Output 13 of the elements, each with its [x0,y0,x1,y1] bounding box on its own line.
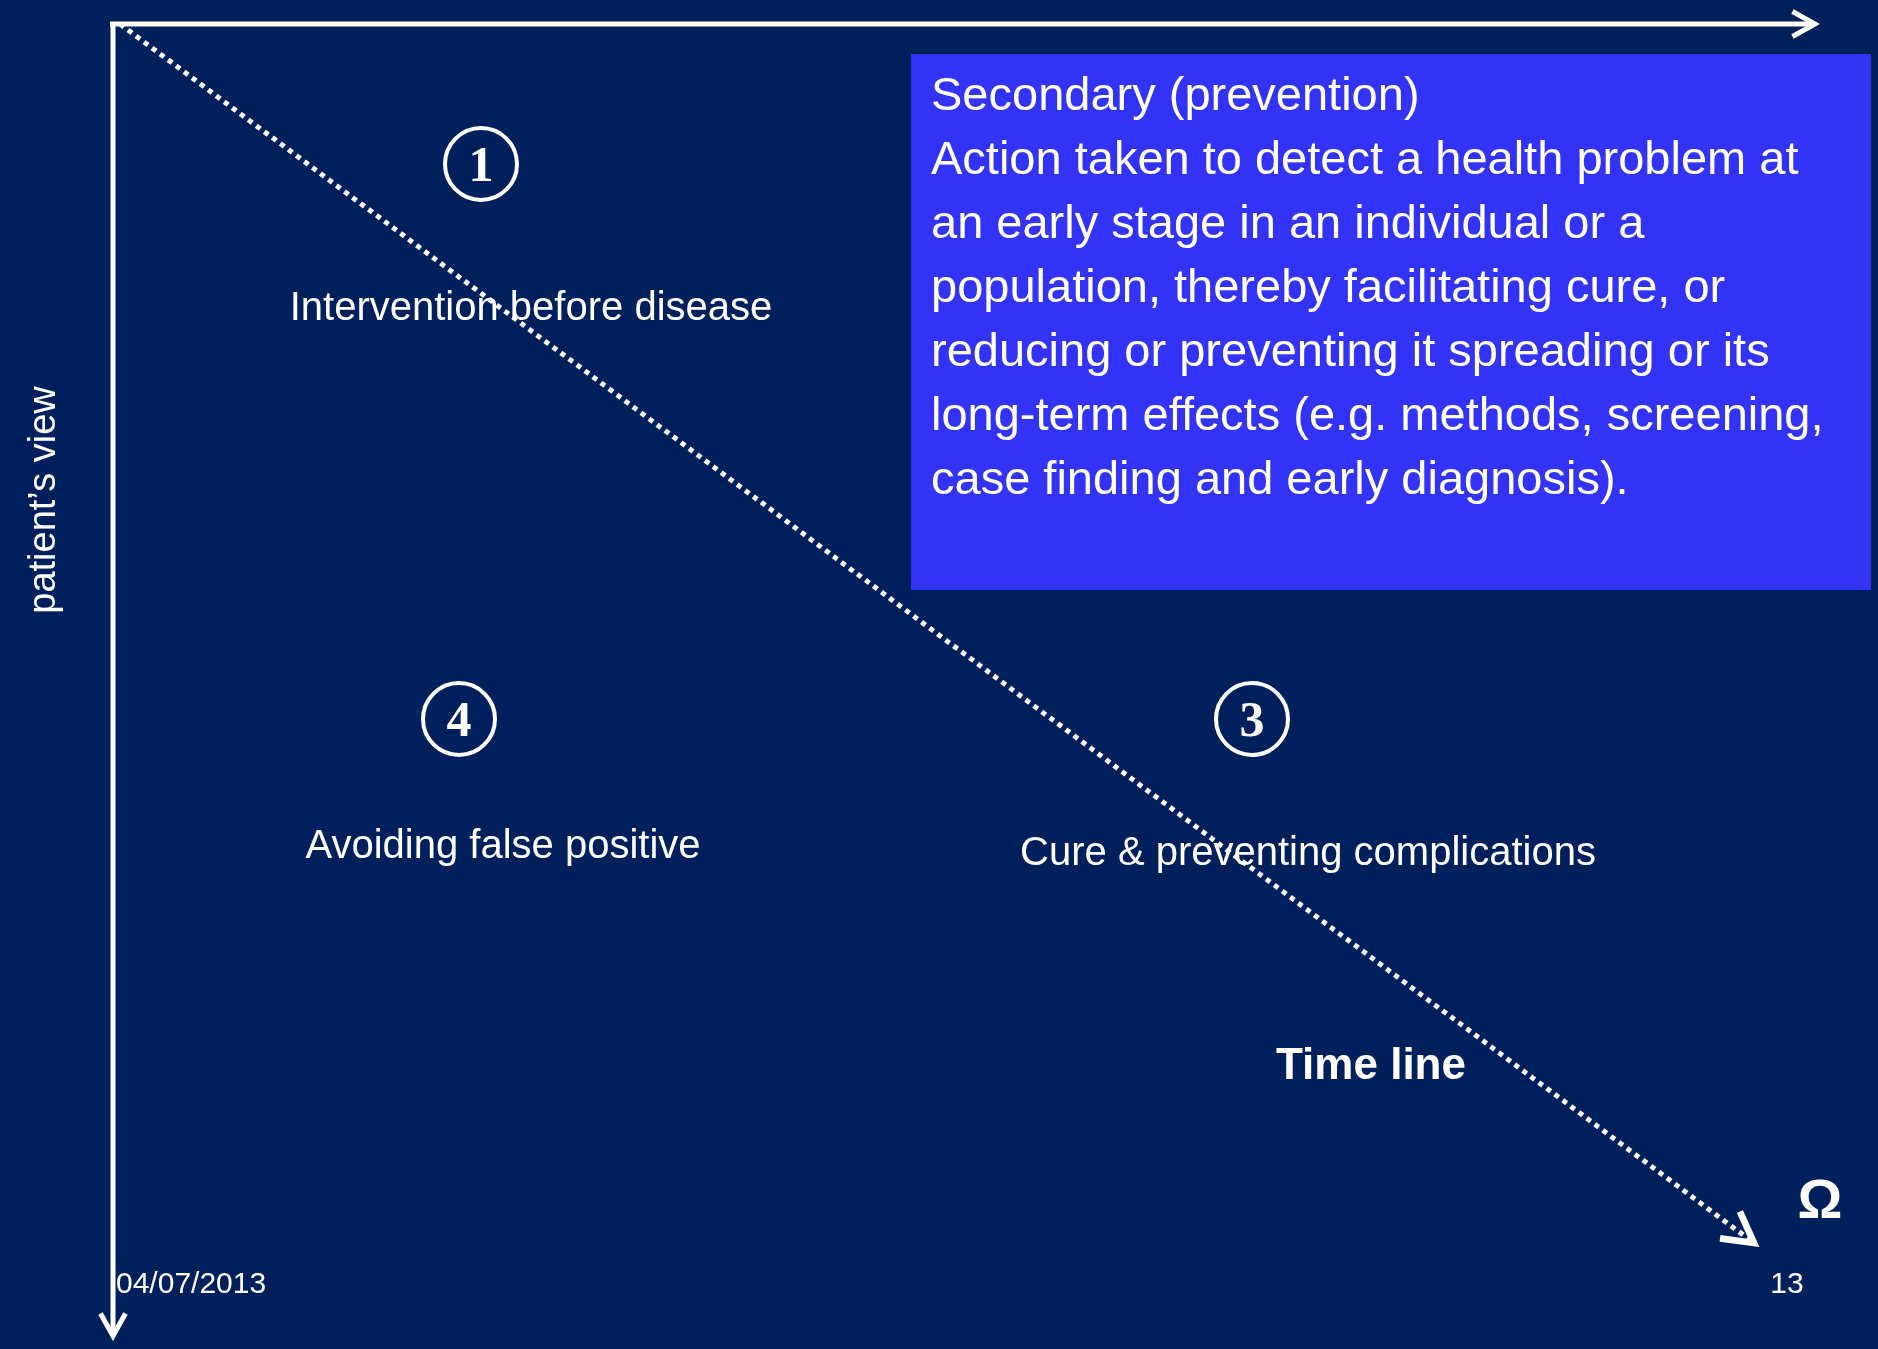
timeline-label: Time line [1276,1039,1466,1089]
date-label: 04/07/2013 [116,1266,267,1300]
omega-symbol: Ω [1797,1165,1843,1231]
region-label: Intervention before disease [289,283,773,329]
numbered-circle: 4 [421,681,497,757]
definition-box [911,54,1871,590]
region-label: Avoiding false positive [305,821,701,867]
axis-label: patient’s view [20,386,64,614]
box-text: Action taken to detect a health problem at an early stage in an individual or a population, thereby facilitating cure, or reducing or preventing it spreading or its long-term effects (e.g. methods, screening, case finding and early diagnosis). [931,130,1825,506]
numbered-circle: 3 [1214,681,1290,757]
page-number: 13 [1770,1266,1804,1300]
numbered-circle: 1 [443,126,519,202]
box-heading: Secondary (prevention) [931,66,1421,122]
